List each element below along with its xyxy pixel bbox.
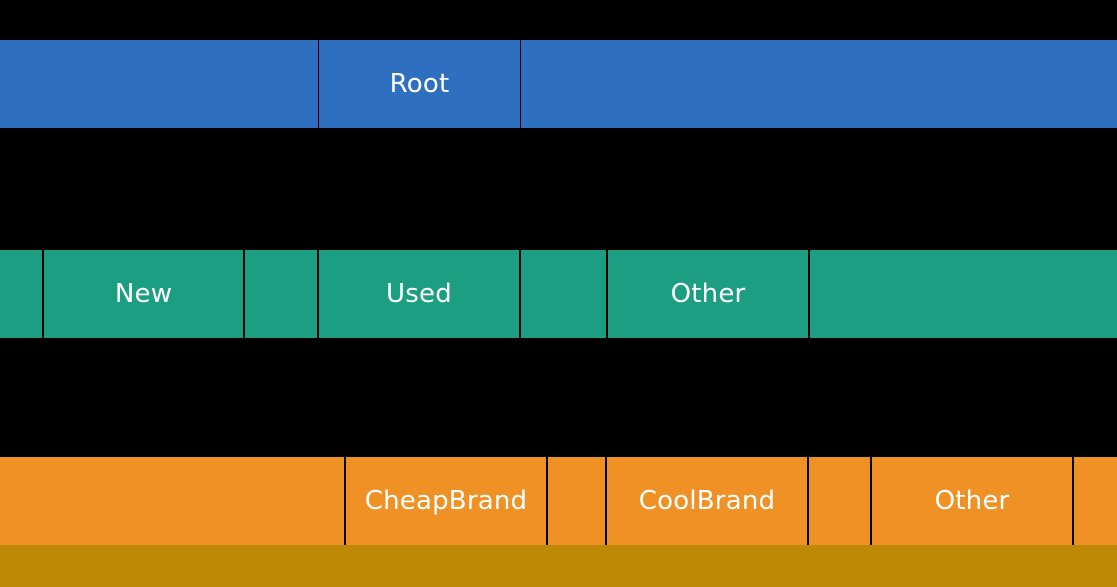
chart-level-fourth <box>0 545 1117 587</box>
icicle-node-other-condition[interactable]: Other <box>608 250 808 338</box>
icicle-node[interactable] <box>245 250 317 338</box>
icicle-node-label: Used <box>386 279 452 309</box>
icicle-node-coolbrand[interactable]: CoolBrand <box>607 457 807 545</box>
icicle-node[interactable] <box>548 457 605 545</box>
icicle-node[interactable] <box>0 40 318 128</box>
icicle-node[interactable] <box>0 250 42 338</box>
icicle-node-label: CoolBrand <box>638 486 776 516</box>
icicle-node-label: New <box>114 279 173 309</box>
icicle-node[interactable] <box>810 250 1117 338</box>
icicle-node-used[interactable]: Used <box>319 250 519 338</box>
icicle-node-root[interactable]: Root <box>319 40 520 128</box>
icicle-node[interactable] <box>521 40 1117 128</box>
icicle-node-label: Root <box>389 69 450 99</box>
icicle-node-label: CheapBrand <box>364 486 528 516</box>
icicle-node-cheapbrand[interactable]: CheapBrand <box>346 457 546 545</box>
icicle-node[interactable] <box>0 545 1117 587</box>
icicle-node-other-brand[interactable]: Other <box>872 457 1072 545</box>
chart-level-brand: CheapBrand CoolBrand Other <box>0 457 1117 545</box>
icicle-node-new[interactable]: New <box>44 250 243 338</box>
icicle-node[interactable] <box>809 457 870 545</box>
chart-level-condition: New Used Other <box>0 250 1117 338</box>
icicle-node[interactable] <box>0 457 344 545</box>
icicle-node[interactable] <box>1074 457 1117 545</box>
icicle-node[interactable] <box>521 250 606 338</box>
icicle-node-label: Other <box>670 279 746 309</box>
icicle-node-label: Other <box>934 486 1010 516</box>
chart-level-root: Root <box>0 40 1117 128</box>
